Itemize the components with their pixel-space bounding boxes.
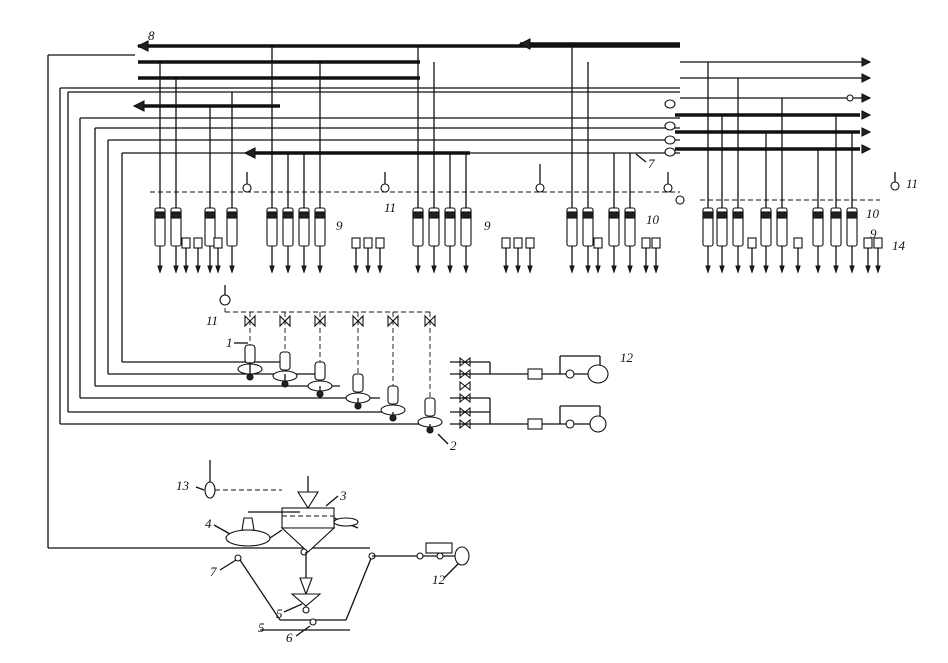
small-vessel (363, 237, 373, 249)
valve-icon (279, 314, 291, 328)
label-13: 13 (176, 478, 190, 493)
label-10a: 10 (646, 212, 660, 227)
valve-icon (244, 314, 256, 328)
return-lines (47, 54, 420, 549)
label-14: 14 (892, 238, 906, 253)
separator-vessel (424, 397, 436, 417)
label-3: 3 (339, 488, 347, 503)
bottom-section (204, 460, 470, 631)
small-vessel (181, 237, 191, 249)
label-12b: 12 (432, 572, 446, 587)
label-10b: 10 (866, 206, 880, 221)
small-vessel (651, 237, 661, 249)
label-6: 6 (286, 630, 293, 645)
label-9c: 9 (870, 226, 877, 241)
label-12a: 12 (620, 350, 634, 365)
separator-vessel (244, 344, 256, 364)
small-vessel (193, 237, 203, 249)
pump-trains (450, 355, 609, 433)
separator-vessel (387, 385, 399, 405)
label-11a: 11 (384, 200, 396, 215)
label-2: 2 (450, 438, 457, 453)
valve-icon (314, 314, 326, 328)
valve-icon (387, 314, 399, 328)
callout-labels: 8 1 2 3 4 5 5 6 7 7 9 9 9 10 10 11 11 11… (148, 28, 918, 645)
label-11b: 11 (206, 313, 218, 328)
label-7a: 7 (210, 564, 217, 579)
small-vessel (513, 237, 523, 249)
label-5a: 5 (276, 606, 283, 621)
header-pipes (60, 38, 872, 159)
filter-unit-groups (154, 46, 883, 274)
small-vessel (641, 237, 651, 249)
small-vessel (375, 237, 385, 249)
label-8: 8 (148, 28, 155, 43)
small-vessel (525, 237, 535, 249)
small-vessel (793, 237, 803, 249)
separator-vessel (352, 373, 364, 393)
separator-stages (237, 344, 471, 434)
label-7b: 7 (648, 156, 655, 171)
header-arrow-left-2 (518, 38, 531, 50)
gauge-instruments (219, 164, 900, 306)
label-5b: 5 (258, 620, 265, 635)
separator-vessel (314, 361, 326, 381)
valve-icon (352, 314, 364, 328)
label-4: 4 (205, 516, 212, 531)
small-vessel (351, 237, 361, 249)
small-vessel (501, 237, 511, 249)
instrument-dashed-lines (150, 191, 880, 404)
label-9a: 9 (336, 218, 343, 233)
separator-vessel (279, 351, 291, 371)
small-vessel (747, 237, 757, 249)
label-11c: 11 (906, 176, 918, 191)
small-vessel (213, 237, 223, 249)
valve-row (244, 314, 436, 328)
label-1: 1 (226, 335, 233, 350)
valve-icon (424, 314, 436, 328)
small-vessel (593, 237, 603, 249)
valve-icon (459, 380, 471, 392)
label-9b: 9 (484, 218, 491, 233)
header-arrow-left (136, 40, 149, 52)
